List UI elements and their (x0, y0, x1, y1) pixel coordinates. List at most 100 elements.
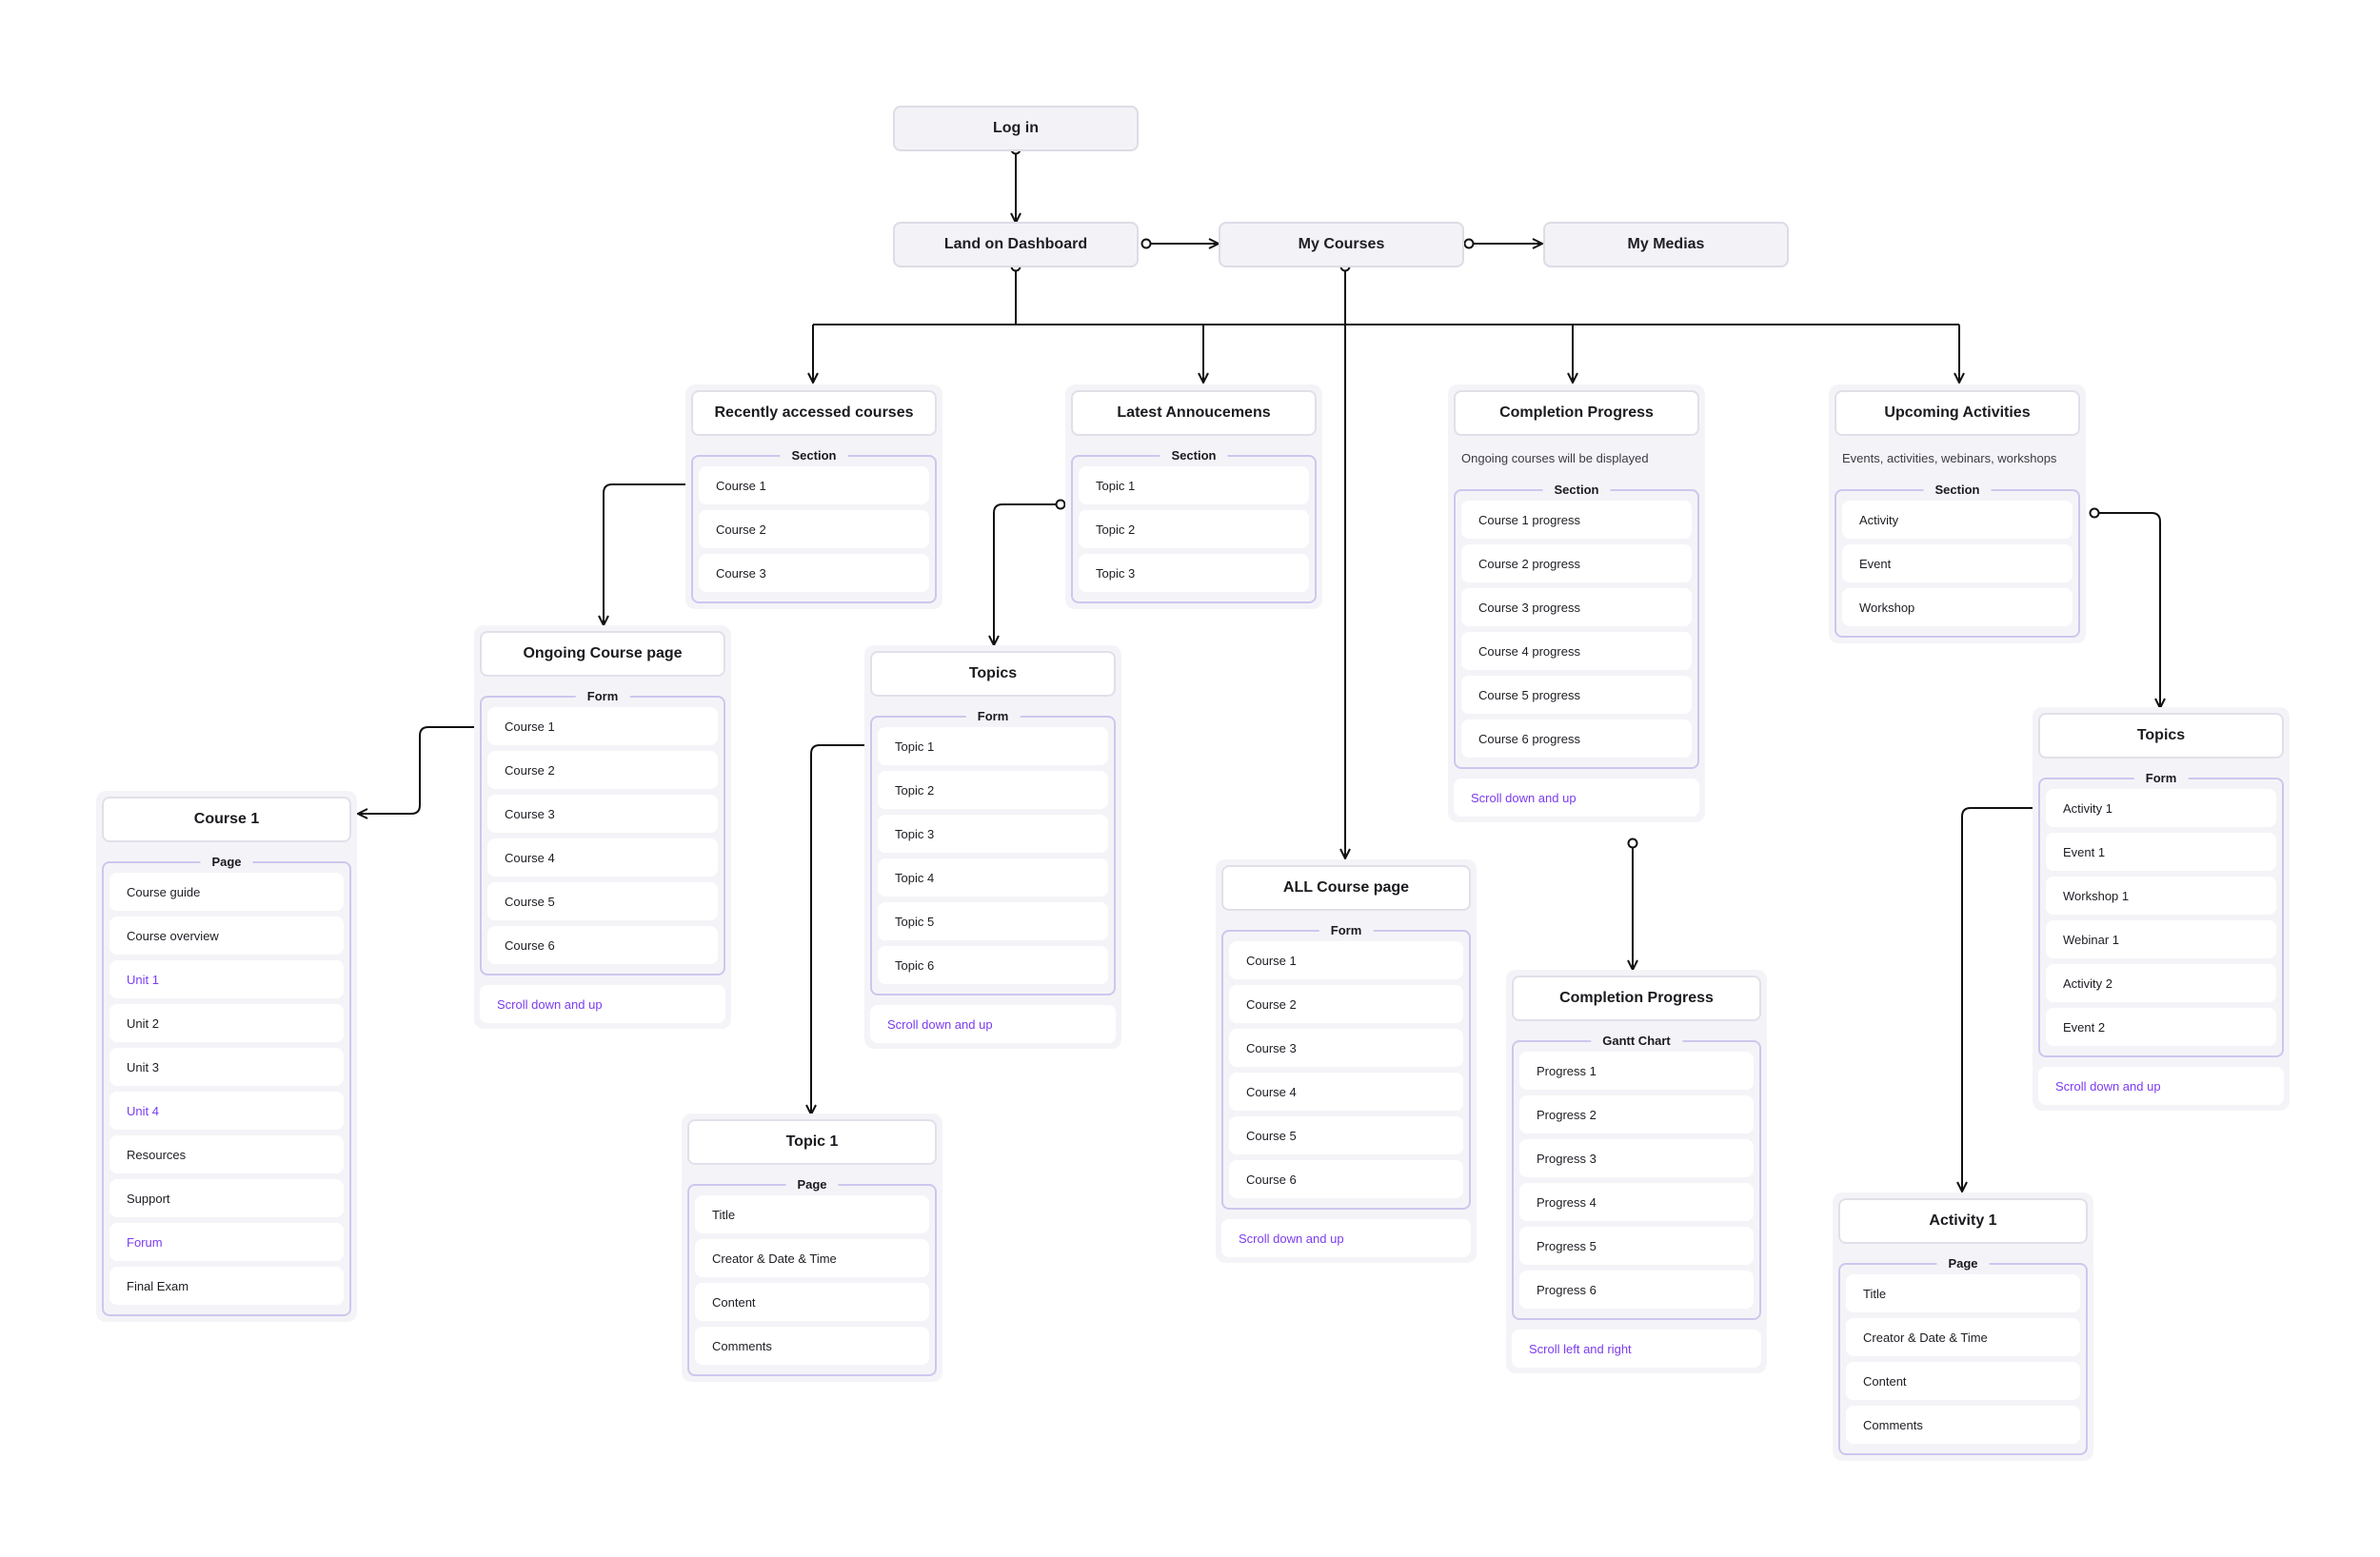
list-item[interactable]: Event 1 (2046, 833, 2276, 871)
connector-upcoming-topics (2094, 512, 2160, 708)
my-courses-node[interactable]: My Courses (1219, 222, 1464, 267)
scroll-hint[interactable]: Scroll down and up (480, 985, 725, 1023)
card-description: Events, activities, webinars, workshops (1842, 451, 2057, 465)
list-item[interactable]: Course 3 (1229, 1029, 1463, 1067)
list-item[interactable]: Course 4 (487, 838, 718, 877)
list-item[interactable]: Progress 6 (1519, 1271, 1754, 1309)
list-item[interactable]: Resources (109, 1135, 344, 1173)
scroll-hint[interactable]: Scroll down and up (870, 1005, 1116, 1043)
form-group: Form Topic 1 Topic 2 Topic 3 Topic 4 Top… (870, 708, 1116, 995)
list-item[interactable]: Activity 1 (2046, 789, 2276, 827)
list-item[interactable]: Content (1846, 1362, 2080, 1400)
list-item[interactable]: Course 3 (487, 795, 718, 833)
list-item[interactable]: Course 1 (1229, 941, 1463, 979)
list-item[interactable]: Course 2 (1229, 985, 1463, 1023)
list-item[interactable]: Topic 4 (878, 858, 1108, 897)
list-item[interactable]: Progress 3 (1519, 1139, 1754, 1177)
group-label: Form (2133, 770, 2189, 787)
upcoming-activities-card: Upcoming Activities Events, activities, … (1829, 384, 2086, 643)
group-label: Section (1542, 482, 1611, 499)
list-item[interactable]: Course 6 progress (1461, 719, 1692, 758)
list-item[interactable]: Title (695, 1195, 929, 1233)
list-item[interactable]: Topic 2 (1079, 510, 1309, 548)
dashboard-node[interactable]: Land on Dashboard (893, 222, 1139, 267)
group-label: Form (575, 688, 630, 705)
list-item[interactable]: Activity 2 (2046, 964, 2276, 1002)
list-item[interactable]: Topic 3 (878, 815, 1108, 853)
card-title: Topics (870, 651, 1116, 697)
list-item[interactable]: Workshop (1842, 588, 2073, 626)
list-item[interactable]: Unit 2 (109, 1004, 344, 1042)
list-item[interactable]: Course overview (109, 916, 344, 955)
list-item[interactable]: Course 3 (699, 554, 929, 592)
list-item[interactable]: Course 5 (487, 882, 718, 920)
list-item[interactable]: Course 6 (1229, 1160, 1463, 1198)
scroll-hint[interactable]: Scroll down and up (2038, 1067, 2284, 1105)
list-item[interactable]: Course 1 (699, 466, 929, 504)
list-item[interactable]: Content (695, 1283, 929, 1321)
list-item[interactable]: Creator & Date & Time (695, 1239, 929, 1277)
list-item[interactable]: Event (1842, 544, 2073, 582)
list-item[interactable]: Event 2 (2046, 1008, 2276, 1046)
list-item[interactable]: Unit 3 (109, 1048, 344, 1086)
recent-courses-card: Recently accessed courses Section Course… (685, 384, 942, 609)
list-item[interactable]: Topic 2 (878, 771, 1108, 809)
page-group: Page Title Creator & Date & Time Content… (687, 1176, 937, 1376)
scroll-hint[interactable]: Scroll left and right (1512, 1330, 1761, 1368)
list-item[interactable]: Workshop 1 (2046, 877, 2276, 915)
list-item[interactable]: Topic 5 (878, 902, 1108, 940)
group-label: Form (1319, 922, 1374, 939)
all-courses-card: ALL Course page Form Course 1 Course 2 C… (1216, 859, 1477, 1263)
topics-card: Topics Form Topic 1 Topic 2 Topic 3 Topi… (864, 645, 1121, 1049)
list-item[interactable]: Activity (1842, 501, 2073, 539)
list-item[interactable]: Final Exam (109, 1267, 344, 1305)
login-node[interactable]: Log in (893, 106, 1139, 151)
list-item[interactable]: Course 2 (699, 510, 929, 548)
list-item[interactable]: Progress 4 (1519, 1183, 1754, 1221)
list-item[interactable]: Course 2 (487, 751, 718, 789)
list-item-highlighted[interactable]: Forum (109, 1223, 344, 1261)
list-item[interactable]: Course 2 progress (1461, 544, 1692, 582)
scroll-hint[interactable]: Scroll down and up (1454, 778, 1699, 817)
card-title: Activity 1 (1838, 1198, 2088, 1244)
scroll-hint[interactable]: Scroll down and up (1221, 1219, 1471, 1257)
list-item[interactable]: Topic 3 (1079, 554, 1309, 592)
form-group: Form Activity 1 Event 1 Workshop 1 Webin… (2038, 770, 2284, 1057)
list-item[interactable]: Support (109, 1179, 344, 1217)
list-item[interactable]: Course 6 (487, 926, 718, 964)
form-group: Form Course 1 Course 2 Course 3 Course 4… (1221, 922, 1471, 1210)
list-item[interactable]: Comments (1846, 1406, 2080, 1444)
list-item[interactable]: Progress 2 (1519, 1095, 1754, 1133)
list-item-highlighted[interactable]: Unit 4 (109, 1092, 344, 1130)
list-item[interactable]: Topic 1 (1079, 466, 1309, 504)
section-group: Section Course 1 progress Course 2 progr… (1454, 482, 1699, 769)
list-item[interactable]: Course 5 progress (1461, 676, 1692, 714)
list-item[interactable]: Course guide (109, 873, 344, 911)
card-title: Completion Progress (1454, 390, 1699, 436)
connector-announcements-topics (994, 503, 1061, 645)
group-label: Section (1160, 447, 1228, 464)
card-title: Course 1 (102, 797, 351, 842)
list-item[interactable]: Course 1 progress (1461, 501, 1692, 539)
list-item[interactable]: Course 5 (1229, 1116, 1463, 1154)
list-item[interactable]: Course 4 (1229, 1073, 1463, 1111)
my-medias-node[interactable]: My Medias (1543, 222, 1789, 267)
section-group: Section Topic 1 Topic 2 Topic 3 (1071, 447, 1317, 603)
gantt-chart-group: Gantt Chart Progress 1 Progress 2 Progre… (1512, 1033, 1761, 1320)
list-item[interactable]: Comments (695, 1327, 929, 1365)
list-item[interactable]: Creator & Date & Time (1846, 1318, 2080, 1356)
list-item[interactable]: Progress 5 (1519, 1227, 1754, 1265)
list-item[interactable]: Progress 1 (1519, 1052, 1754, 1090)
announcements-card: Latest Annoucemens Section Topic 1 Topic… (1065, 384, 1322, 609)
list-item[interactable]: Course 1 (487, 707, 718, 745)
list-item[interactable]: Topic 6 (878, 946, 1108, 984)
list-item[interactable]: Course 3 progress (1461, 588, 1692, 626)
list-item[interactable]: Title (1846, 1274, 2080, 1312)
list-item-highlighted[interactable]: Unit 1 (109, 960, 344, 998)
list-item[interactable]: Course 4 progress (1461, 632, 1692, 670)
card-title: Completion Progress (1512, 976, 1761, 1021)
card-title: Topics (2038, 713, 2284, 759)
list-item[interactable]: Topic 1 (878, 727, 1108, 765)
card-title: Upcoming Activities (1835, 390, 2080, 436)
list-item[interactable]: Webinar 1 (2046, 920, 2276, 958)
